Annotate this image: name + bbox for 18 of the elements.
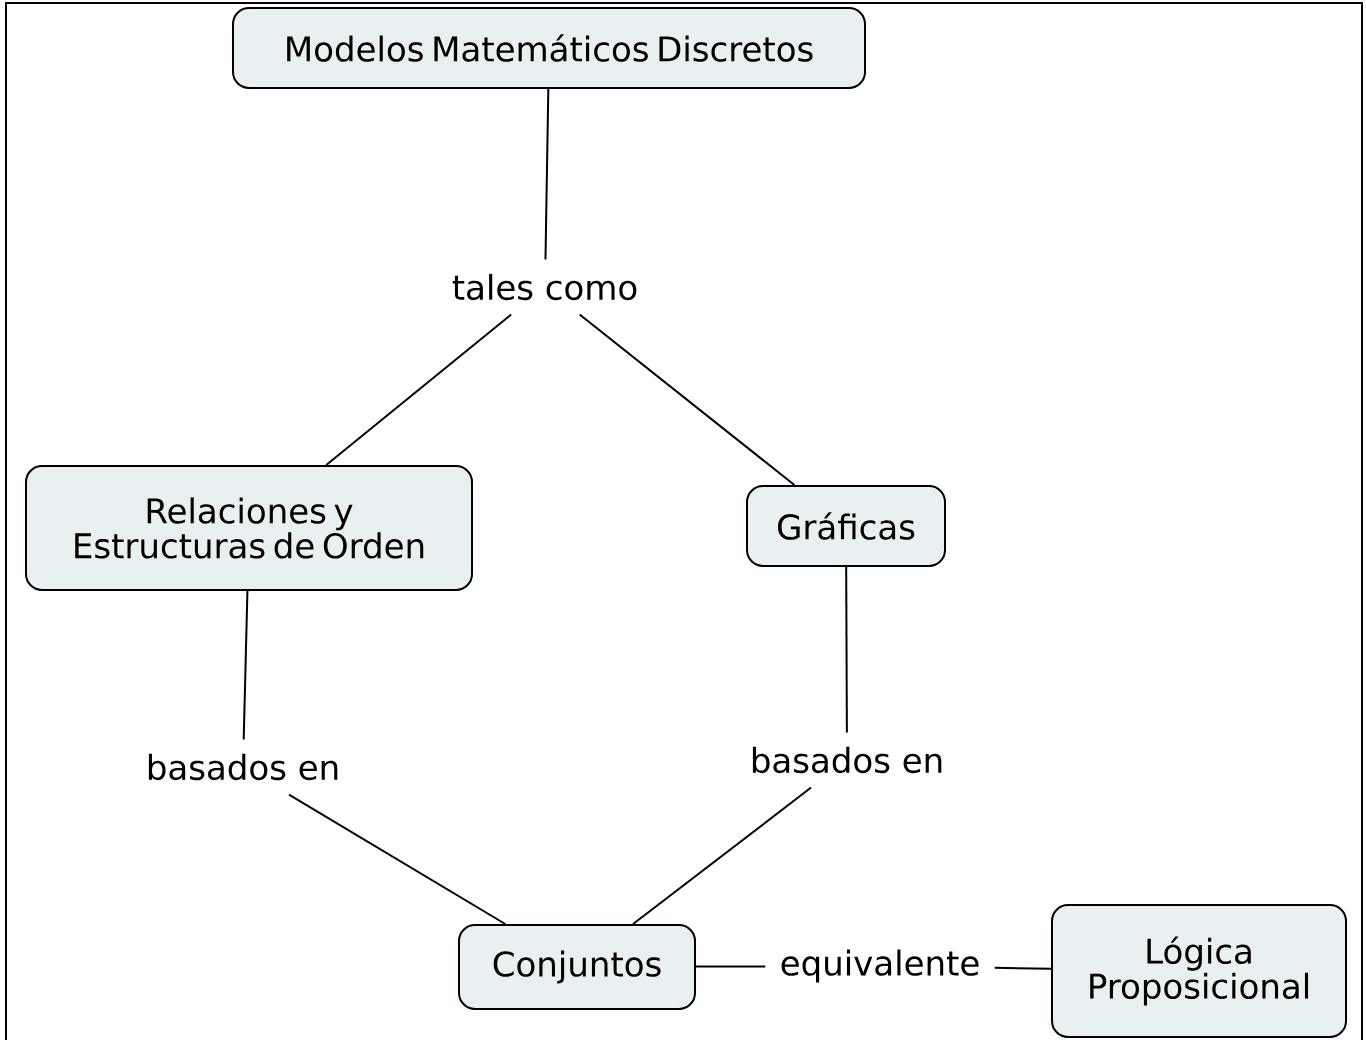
linking-phrase: equivalente [781,949,979,983]
concept-box: Conjuntos [458,924,696,1010]
linking-phrase: basados en [752,746,942,774]
connector-line [242,590,249,741]
concept-box: Modelos Matemáticos Discretos [232,7,866,89]
connector-line [544,88,550,261]
concept-box: Relaciones y Estructuras de Orden [25,465,473,591]
linking-phrase: basados en [148,753,338,781]
connector-line [325,313,513,466]
concept-box: Lógica Proposicional [1051,904,1347,1038]
connector-line [845,566,848,734]
concept-box: Gráficas [746,485,946,567]
connector-line [993,966,1052,970]
connector-line [578,313,796,486]
connector-line [632,786,813,925]
connector-line [695,965,767,968]
linking-phrase: tales como [452,273,637,301]
connector-line [288,793,507,925]
